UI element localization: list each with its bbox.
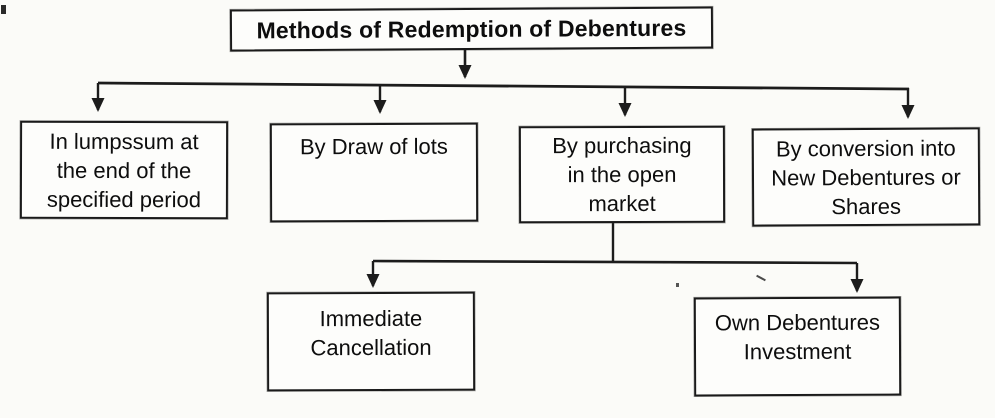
node-immediate-cancellation: Immediate Cancellation [266, 291, 476, 392]
node-label: By conversion into [775, 135, 956, 161]
node-lumpsum: In lumpssum at the end of the specified … [19, 120, 229, 220]
node-conversion: By conversion into New Debentures or Sha… [751, 127, 981, 227]
node-label: By Draw of lots [299, 133, 448, 160]
scan-artifact [676, 283, 679, 287]
node-label: New Debentures or [771, 164, 961, 190]
node-own-debentures: Own Debentures Investment [693, 296, 902, 397]
node-label: Own Debentures [714, 309, 880, 336]
connector-level1-rail [97, 81, 910, 91]
node-label: Immediate [319, 305, 423, 332]
node-label: Shares [831, 193, 902, 219]
node-label: In lumpssum at [49, 128, 199, 154]
node-label: Investment [743, 338, 852, 365]
connector-level2-rail [372, 259, 858, 265]
node-label: market [588, 190, 656, 217]
node-methods-of-redemption: Methods of Redemption of Debentures [229, 6, 714, 52]
node-label: the end of the [56, 157, 192, 183]
node-label: Methods of Redemption of Debentures [256, 14, 687, 43]
scan-artifact [1, 5, 6, 14]
node-label: in the open [567, 161, 677, 188]
node-draw-of-lots: By Draw of lots [269, 122, 479, 223]
node-label: By purchasing [552, 132, 692, 159]
node-label: specified period [46, 186, 202, 212]
node-open-market: By purchasing in the open market [518, 125, 726, 224]
node-label: Cancellation [310, 334, 432, 361]
